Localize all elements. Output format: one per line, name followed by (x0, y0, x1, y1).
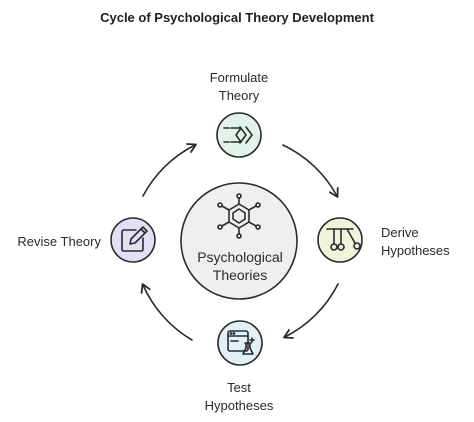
node-derive-hypotheses: Derive Hypotheses (317, 217, 450, 263)
center-label-line2: Theories (213, 267, 267, 283)
arrow-test-to-revise (140, 283, 193, 341)
formulate-label-line1: Formulate (210, 70, 269, 85)
derive-label-line2: Hypotheses (381, 243, 450, 258)
node-formulate-theory: Formulate Theory (210, 70, 269, 158)
node-test-hypotheses: Test Hypotheses (205, 320, 274, 413)
formulate-label-line2: Theory (219, 88, 260, 103)
arrow-derive-to-test (283, 283, 339, 339)
center-label-line1: Psychological (197, 249, 283, 265)
revise-label: Revise Theory (17, 234, 101, 249)
molecule-icon (217, 193, 261, 239)
derive-label-line1: Derive (381, 225, 419, 240)
lab-window-icon (227, 330, 255, 355)
pendulum-icon (326, 228, 361, 251)
test-label-line1: Test (227, 380, 251, 395)
diagram-title: Cycle of Psychological Theory Developmen… (100, 10, 374, 25)
arrow-revise-to-formulate (142, 143, 197, 197)
test-label-line2: Hypotheses (205, 398, 274, 413)
sigma-chevron-icon (223, 126, 253, 144)
node-revise-theory: Revise Theory (17, 217, 156, 263)
edit-pen-icon (121, 226, 148, 252)
center-node: Psychological Theories (180, 182, 298, 300)
arrow-formulate-to-derive (282, 144, 339, 198)
